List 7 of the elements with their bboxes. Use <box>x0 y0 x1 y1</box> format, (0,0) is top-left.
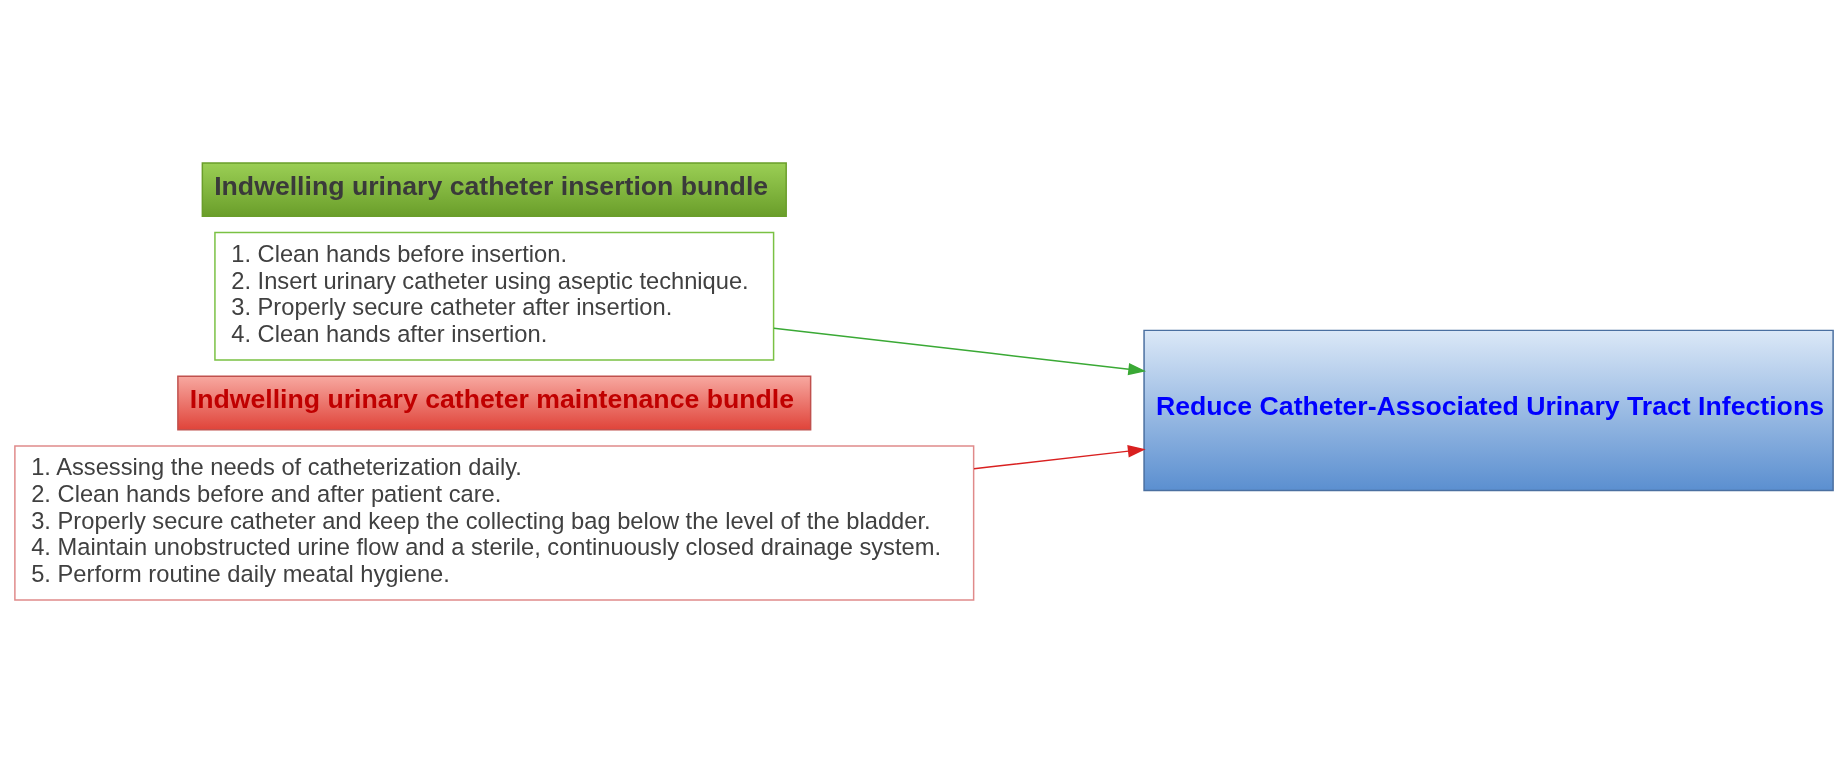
node-box: Indwelling urinary catheter insertion bundle <box>201 162 787 217</box>
arrow <box>773 327 1147 376</box>
node-box: 1. Clean hands before insertion. 2. Insert urinary catheter using aseptic technique. 3. Properly secure catheter after insertion. 4. Clean hands after insertion. <box>214 231 775 361</box>
node-box: Indwelling urinary catheter maintenance bundle <box>177 375 812 431</box>
node-box: 1. Assessing the needs of catheterization daily. 2. Clean hands before and after patient care. 3. Properly secure catheter and keep the collecting bag below the level of the bladder. 4. Maintain unobstructed urine flow and a sterile, continuously closed drainage system. 5. Perform routine daily meatal hygiene. <box>14 445 975 601</box>
arrow <box>973 445 1146 470</box>
node-box: Reduce Catheter-Associated Urinary Tract Infections <box>1143 329 1834 492</box>
